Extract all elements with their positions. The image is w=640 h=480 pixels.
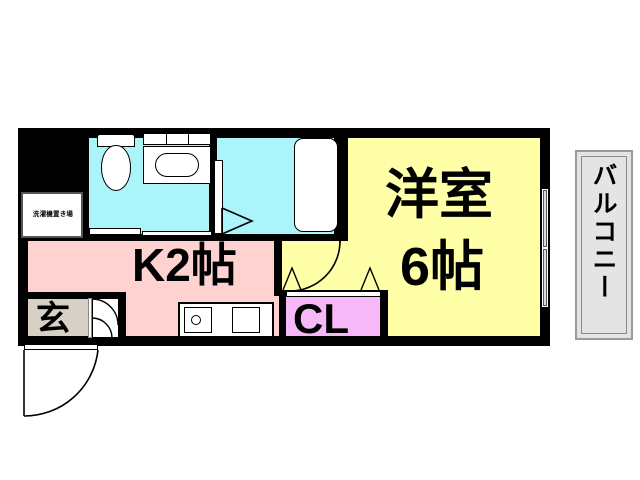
- vanity-cabinet: [143, 133, 211, 145]
- genkan-step-edge: [88, 298, 92, 338]
- wall-closet-left: [279, 290, 286, 340]
- entry-door-threshold: [24, 344, 98, 350]
- wall-bath-bottom: [82, 234, 348, 241]
- washbasin-bowl: [155, 153, 199, 177]
- wall-exterior-bottom: [18, 336, 550, 346]
- wall-genkan-top: [22, 292, 126, 299]
- room-label-closet: CL: [293, 295, 349, 342]
- wall-kitchen-right: [274, 240, 282, 296]
- bath-threshold-left: [89, 228, 141, 235]
- balcony-window-sash-lower: [543, 249, 547, 306]
- wall-exterior-top: [18, 128, 550, 138]
- room-label-genkan: 玄: [36, 300, 70, 338]
- room-fill-genkan: [22, 298, 92, 338]
- wall-washer-top: [22, 188, 88, 194]
- toilet-bowl: [101, 145, 131, 191]
- vanity-cabinet-divider-2: [188, 133, 189, 145]
- kitchen-sink-drain: [191, 315, 201, 325]
- genkan-door-slab: [92, 298, 119, 338]
- balcony-window-track: [541, 188, 549, 308]
- room-label-kitchen: K2帖: [132, 239, 237, 291]
- bath-threshold-right: [142, 231, 212, 236]
- room-fill-closet: [285, 296, 381, 338]
- balcony-window-sash-upper: [543, 190, 547, 247]
- room-label-balcony: バルコニー: [589, 162, 617, 302]
- room-label-western-room: 洋室: [385, 165, 493, 225]
- entry-door-swing: [23, 349, 99, 417]
- wall-closet-right: [380, 290, 388, 340]
- balcony-inner-outline: [581, 156, 627, 334]
- washing-machine-space-label: 洗濯機置き場: [32, 211, 74, 218]
- bathtub: [294, 138, 338, 232]
- washing-machine-space-box: [21, 192, 83, 238]
- stove-burner: [232, 307, 260, 333]
- wall-genkan-right: [118, 292, 126, 342]
- room-fill-closet-approach: [281, 240, 349, 290]
- bath-door-leaf: [214, 160, 223, 234]
- wall-bath-left: [82, 128, 89, 240]
- vanity-cabinet-divider-1: [166, 133, 167, 145]
- structural-pillar-top-left: [22, 128, 88, 192]
- wall-bath-divider: [209, 128, 217, 240]
- room-label-western-room-size: 6帖: [400, 237, 485, 297]
